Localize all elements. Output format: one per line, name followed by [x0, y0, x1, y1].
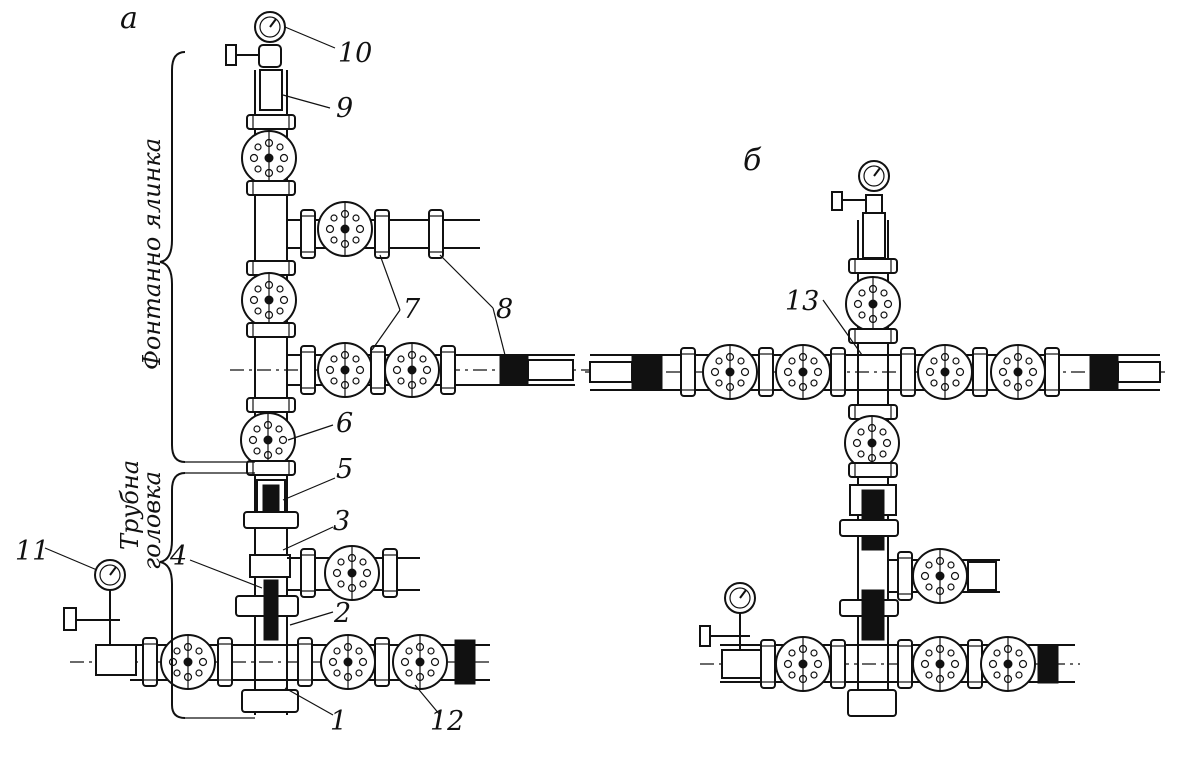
valve-icon: [392, 634, 448, 690]
valve-icon: [241, 272, 297, 328]
panel-a-assembly: [63, 11, 600, 719]
leader-lines: [44, 26, 863, 716]
callout-label: 4: [169, 541, 187, 572]
brace-upper: [159, 51, 186, 463]
pressure-gauge-icon: [94, 559, 126, 591]
valve-icon: [324, 545, 380, 601]
brace-lower: [159, 472, 186, 719]
callout-label: 10: [338, 38, 372, 69]
callout-label: 7: [403, 294, 421, 325]
valve-icon: [702, 344, 758, 400]
pressure-gauge-icon: [254, 11, 286, 43]
callout-label: 12: [430, 706, 464, 737]
callout-label: 3: [333, 506, 350, 537]
valve-icon: [320, 634, 376, 690]
valve-icon: [912, 548, 968, 604]
panel-b-label: б: [743, 143, 762, 178]
callout-label: 8: [496, 294, 513, 325]
valve-icon: [917, 344, 973, 400]
callout-label: 11: [15, 536, 49, 567]
panel-a-label: а: [120, 1, 138, 36]
pressure-gauge-icon: [724, 582, 756, 614]
valve-icon: [317, 201, 373, 257]
valve-icon: [317, 342, 373, 398]
callout-label: 6: [336, 408, 353, 439]
callout-label: 5: [336, 454, 353, 485]
valve-icon: [160, 634, 216, 690]
brace-upper-label: Фонтанно ялинка: [138, 138, 166, 370]
valve-icon: [912, 636, 968, 692]
brace-lower-label-line2: головка: [138, 471, 166, 570]
brace-lower-label-line1: Трубна: [116, 460, 144, 550]
valve-icon: [775, 344, 831, 400]
callout-label: 2: [333, 598, 351, 629]
valve-icon: [775, 636, 831, 692]
callout-label: 9: [336, 93, 353, 124]
valve-icon: [240, 412, 296, 468]
panel-b-assembly: [585, 160, 1165, 717]
valve-icon: [241, 130, 297, 186]
valve-icon: [384, 342, 440, 398]
valve-icon: [990, 344, 1046, 400]
callout-label: 13: [785, 286, 819, 317]
valve-icon: [844, 415, 900, 471]
valve-icon: [845, 276, 901, 332]
pressure-gauge-icon: [858, 160, 890, 192]
callout-label: 1: [330, 706, 347, 737]
valve-icon: [980, 636, 1036, 692]
